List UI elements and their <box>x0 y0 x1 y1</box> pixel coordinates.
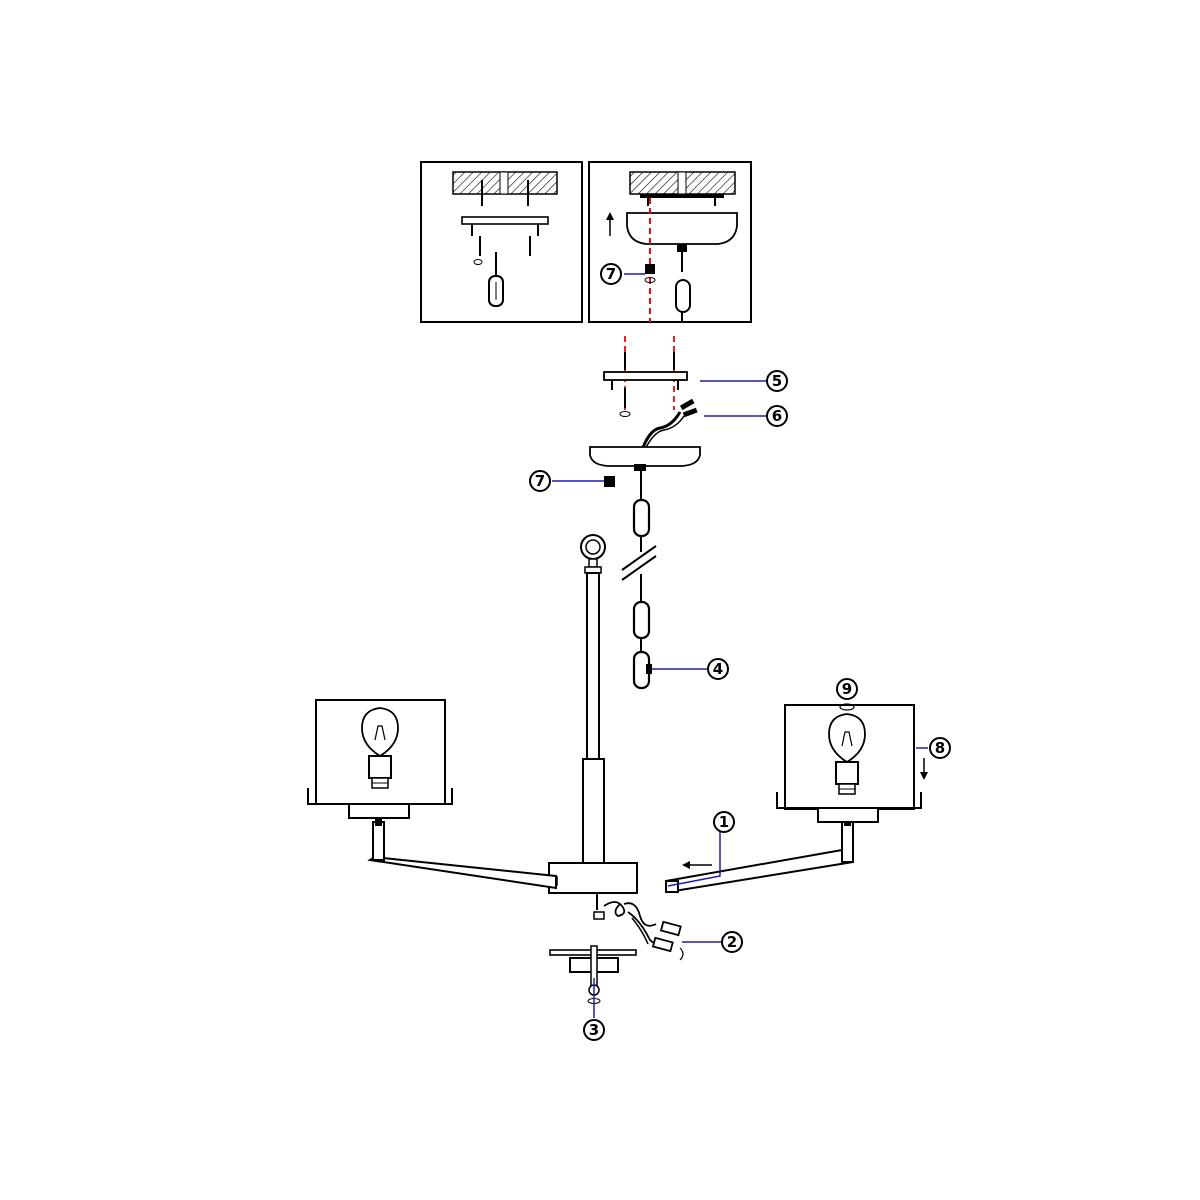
mount-plate <box>461 216 549 225</box>
center-rod <box>548 534 638 894</box>
center-hub <box>548 862 638 894</box>
screwdriver-icon <box>488 252 504 307</box>
left-shade <box>307 699 453 819</box>
svg-text:9: 9 <box>842 680 852 698</box>
svg-text:8: 8 <box>935 739 945 757</box>
right-shade <box>776 703 928 823</box>
inset-mount-plate-panel <box>420 161 583 323</box>
callout-4: 4 <box>707 658 729 680</box>
svg-text:3: 3 <box>589 1021 599 1039</box>
callout-1: 1 <box>713 811 735 833</box>
svg-text:7: 7 <box>606 265 616 283</box>
bulb-icon <box>828 713 866 795</box>
callout-3: 3 <box>583 1019 605 1041</box>
svg-text:2: 2 <box>727 933 737 951</box>
callout-7-inset: 7 <box>600 263 622 285</box>
canopy-nut <box>604 476 615 487</box>
inset-canopy-panel <box>588 161 752 323</box>
svg-text:1: 1 <box>719 813 729 831</box>
svg-text:5: 5 <box>772 372 782 390</box>
leader-lines <box>552 273 928 1018</box>
svg-text:6: 6 <box>772 407 782 425</box>
svg-text:4: 4 <box>713 660 723 678</box>
callout-2: 2 <box>721 931 743 953</box>
callout-7-body: 7 <box>529 470 551 492</box>
svg-text:7: 7 <box>535 472 545 490</box>
left-arm <box>367 818 557 890</box>
arm-insert-arrow <box>682 861 712 869</box>
canopy-exploded <box>589 446 701 467</box>
callout-6: 6 <box>766 405 788 427</box>
bulb-icon <box>361 707 399 789</box>
callout-8: 8 <box>929 737 951 759</box>
wire-connectors <box>638 398 698 457</box>
mounting-plate-exploded <box>603 336 688 417</box>
callout-9: 9 <box>836 678 858 700</box>
hub-wires <box>593 893 684 961</box>
canopy <box>626 212 738 245</box>
bottom-cap <box>549 945 637 1004</box>
chain <box>621 471 657 690</box>
callout-5: 5 <box>766 370 788 392</box>
